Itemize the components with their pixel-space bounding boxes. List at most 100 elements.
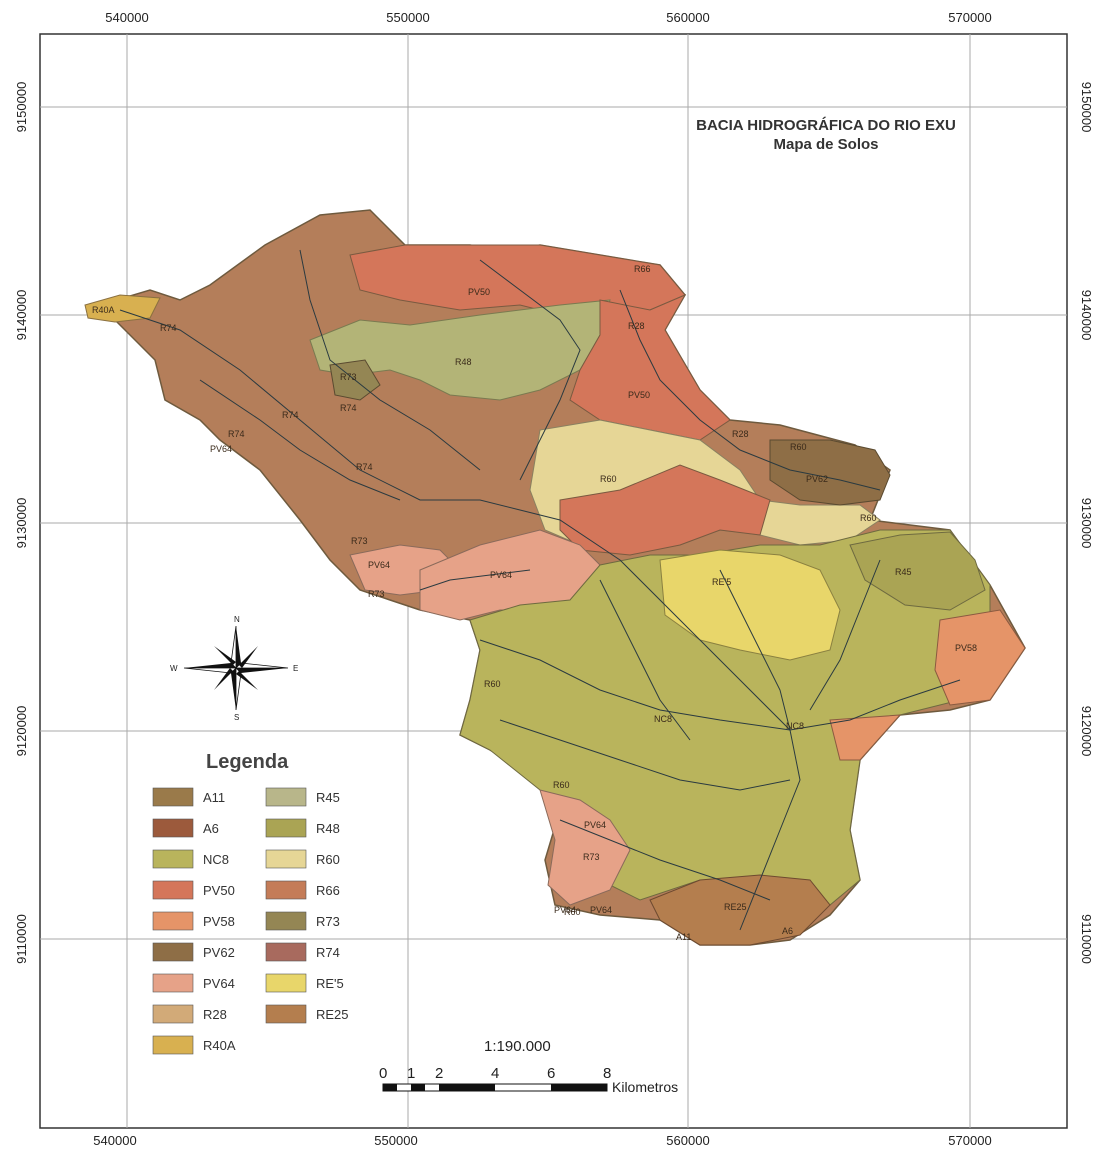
legend-label: RE25	[316, 1007, 349, 1022]
legend-swatch	[152, 880, 194, 900]
map-label: R48	[455, 357, 472, 367]
legend-swatch	[265, 942, 307, 962]
x-tick-label: 550000	[374, 1133, 417, 1148]
map-label: PV64	[490, 570, 512, 580]
legend-swatch	[152, 818, 194, 838]
legend-swatch	[152, 942, 194, 962]
map-label: R73	[583, 852, 600, 862]
map-label: R74	[340, 403, 357, 413]
legend-label: A6	[203, 821, 219, 836]
map-subtitle: Mapa de Solos	[773, 136, 878, 153]
scale-tick-label: 8	[603, 1065, 611, 1082]
legend-swatch	[265, 1004, 307, 1024]
y-axis-left: 9150000 9140000 9130000 9120000 9110000	[14, 82, 29, 964]
pv62-region	[769, 439, 891, 506]
y-tick-label: 9110000	[14, 914, 29, 964]
compass-north-label: N	[234, 615, 240, 624]
legend-swatch	[152, 1035, 194, 1055]
map-label: PV58	[955, 643, 977, 653]
y-tick-label: 9150000	[1079, 82, 1094, 133]
legend-swatch	[265, 849, 307, 869]
re25-region	[649, 874, 831, 946]
y-tick-label: 9120000	[14, 706, 29, 757]
x-tick-label: 540000	[105, 10, 148, 25]
legend-swatch	[152, 1004, 194, 1024]
map-label: R74	[160, 323, 177, 333]
legend-title: Legenda	[206, 751, 289, 773]
map-label: R60	[564, 907, 581, 917]
x-tick-label: 560000	[666, 10, 709, 25]
legend-swatch	[265, 973, 307, 993]
y-tick-label: 9140000	[14, 290, 29, 341]
map-label: RE'5	[712, 577, 731, 587]
legend-label: PV50	[203, 883, 235, 898]
legend-swatch	[152, 973, 194, 993]
re5-region	[659, 549, 841, 661]
scale-tick-label: 6	[547, 1065, 555, 1082]
map-label: PV64	[590, 905, 612, 915]
legend-swatch	[265, 787, 307, 807]
y-axis-right: 9150000 9140000 9130000 9120000 9110000	[1079, 82, 1094, 964]
legend-swatch	[265, 911, 307, 931]
legend-swatch	[265, 818, 307, 838]
map-label: R28	[732, 429, 749, 439]
legend-label: R40A	[203, 1038, 236, 1053]
legend-swatch	[152, 849, 194, 869]
map-label: PV64	[554, 905, 576, 915]
legend-label: R73	[316, 914, 340, 929]
scale-tick-label: 0	[379, 1065, 387, 1082]
y-tick-label: 9130000	[14, 498, 29, 549]
pv58-southeast-region	[829, 714, 902, 761]
compass-east-label: E	[293, 664, 298, 673]
legend-label: A11	[203, 790, 225, 805]
x-tick-label: 550000	[386, 10, 429, 25]
map-label: R60	[790, 442, 807, 452]
map-label: R66	[634, 264, 651, 274]
compass-south-label: S	[234, 713, 239, 722]
x-axis-bottom: 540000 550000 560000 570000	[93, 1133, 991, 1148]
map-label: R74	[282, 410, 299, 420]
map-label: R40A	[92, 305, 115, 315]
x-tick-label: 570000	[948, 10, 991, 25]
map-label: PV64	[584, 820, 606, 830]
x-axis-top: 540000 550000 560000 570000	[105, 10, 991, 25]
map-label: A11	[676, 932, 691, 942]
legend-label: R28	[203, 1007, 227, 1022]
legend-swatch	[152, 787, 194, 807]
map-label: R60	[860, 513, 877, 523]
map-unit-labels: R40A R74 R74 R74 R74 R74 PV64 R66 R73 PV…	[92, 264, 977, 942]
map-label: R73	[368, 589, 385, 599]
legend-label: NC8	[203, 852, 229, 867]
scale-ratio: 1:190.000	[484, 1038, 551, 1055]
legend-label: R45	[316, 790, 340, 805]
legend-swatch	[265, 880, 307, 900]
pv64-south-region	[539, 789, 631, 906]
river-network	[119, 249, 961, 931]
map-label: R73	[351, 536, 368, 546]
map-label: RE25	[724, 902, 747, 912]
y-tick-label: 9120000	[1079, 706, 1094, 757]
legend-swatch	[152, 911, 194, 931]
map-label: A6	[782, 926, 793, 936]
map-label: R28	[628, 321, 645, 331]
y-tick-label: 9140000	[1079, 290, 1094, 341]
map-label: NC8	[654, 714, 672, 724]
legend-label: R48	[316, 821, 340, 836]
y-tick-label: 9150000	[14, 82, 29, 133]
map-label: R60	[553, 780, 570, 790]
r40a-region	[84, 294, 161, 323]
legend-label: R60	[316, 852, 340, 867]
compass-rose-icon: N S E W	[170, 615, 298, 722]
map-label: PV62	[806, 474, 828, 484]
compass-west-label: W	[170, 664, 178, 673]
map-label: R60	[484, 679, 501, 689]
map-label: PV64	[368, 560, 390, 570]
map-label: R45	[895, 567, 912, 577]
map-label: R73	[340, 372, 357, 382]
x-tick-label: 570000	[948, 1133, 991, 1148]
scale-tick-label: 4	[491, 1065, 499, 1082]
map-label: R60	[600, 474, 617, 484]
map-label: PV50	[628, 390, 650, 400]
